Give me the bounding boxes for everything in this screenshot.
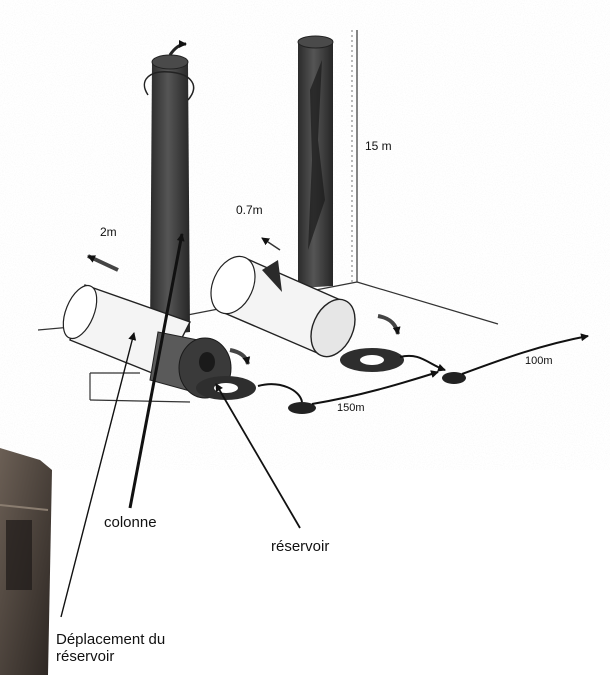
tilted-width-label: 0.7m xyxy=(236,204,263,218)
cylinder-width-label: 2m xyxy=(100,226,117,240)
height-label: 15 m xyxy=(365,140,392,154)
photo-fragment xyxy=(0,448,52,675)
colonne-callout: colonne xyxy=(104,514,157,531)
reservoir-disc-3 xyxy=(288,402,316,414)
distance-100m-label: 100m xyxy=(525,355,553,368)
reservoir-callout: réservoir xyxy=(271,538,329,555)
displacement-callout: Déplacement du réservoir xyxy=(56,631,226,666)
standing-column xyxy=(298,36,333,288)
distance-150m-label: 150m xyxy=(337,402,365,415)
